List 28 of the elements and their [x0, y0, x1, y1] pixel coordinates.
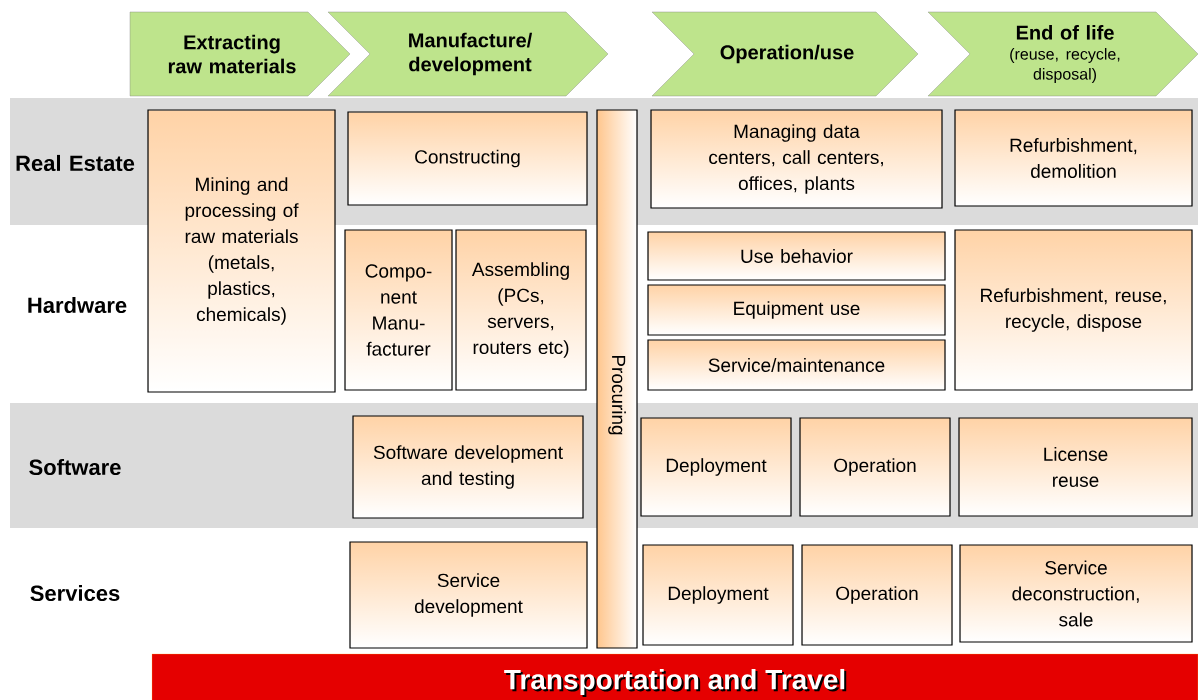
- stage-header: End of life (reuse, recycle, disposal): [927, 11, 1198, 97]
- row-label: Real Estate: [16, 154, 135, 172]
- stage-header: Operation/use: [651, 11, 919, 97]
- activity-box: Service/maintenance: [647, 339, 946, 391]
- activity-box: Refurbishment, reuse, recycle, dispose: [954, 229, 1193, 391]
- activity-box: Deployment: [640, 417, 792, 517]
- activity-box: Use behavior: [647, 231, 946, 281]
- activity-box: Service development: [349, 541, 588, 649]
- activity-box: Constructing: [347, 111, 588, 206]
- activity-box: Compo- nent Manu- facturer: [344, 229, 453, 391]
- activity-box: License reuse: [958, 417, 1193, 517]
- transport-bar: Transportation and Travel: [151, 653, 1198, 700]
- stage-header: Extracting raw materials: [129, 11, 351, 97]
- row-label: Services: [30, 584, 120, 602]
- activity-box: Equipment use: [647, 284, 946, 336]
- activity-box: Software development and testing: [352, 415, 584, 519]
- activity-box: Deployment: [642, 544, 794, 646]
- activity-box: Assembling (PCs, servers, routers etc): [455, 229, 587, 391]
- row-label: Hardware: [28, 296, 127, 314]
- row-label: Software: [29, 458, 121, 476]
- stage-header: Manufacture/ development: [327, 11, 609, 97]
- activity-box: Operation: [799, 417, 951, 517]
- activity-box: Managing data centers, call centers, offices, plants: [650, 109, 943, 209]
- activity-box: Service deconstruction, sale: [959, 544, 1193, 643]
- activity-box: Refurbishment, demolition: [954, 109, 1193, 207]
- activity-box: Operation: [801, 544, 953, 646]
- procuring-bar: Procuring: [596, 109, 638, 649]
- activity-box: Mining and processing of raw materials (metals, plastics, chemicals): [147, 109, 336, 393]
